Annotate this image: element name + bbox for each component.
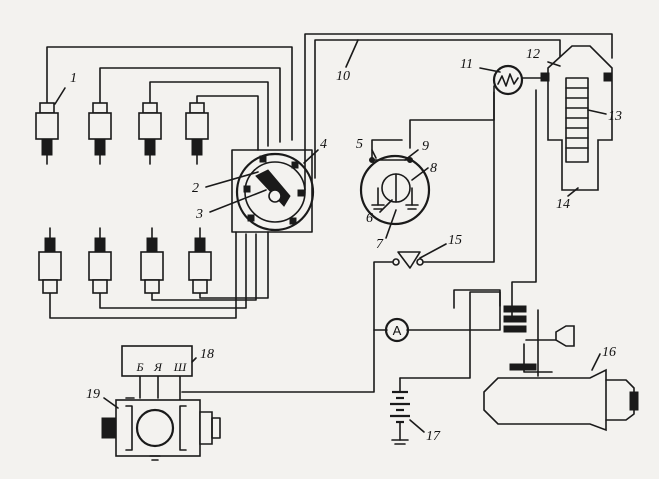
label-14: 14	[556, 197, 570, 212]
distributor	[231, 149, 315, 233]
spark-plugs-bottom	[38, 227, 212, 294]
wire-plug-7	[151, 233, 257, 301]
wire-battery	[399, 291, 501, 379]
label-6: 6	[366, 211, 373, 226]
label-18: 18	[200, 347, 214, 362]
ignition-switch	[392, 251, 424, 269]
leader-lines	[54, 39, 607, 433]
wire-plug-3	[149, 81, 269, 147]
terminal-sh-label: Ш	[173, 360, 188, 374]
generator	[101, 397, 221, 461]
ammeter-symbol: A	[393, 323, 402, 338]
wire-coil-top	[314, 39, 561, 179]
label-2: 2	[192, 181, 199, 196]
label-19: 19	[86, 387, 100, 402]
wire-plug-2	[99, 67, 281, 143]
label-17: 17	[426, 429, 441, 444]
callout-labels: 1 2 3 4 5 6 7 8 9 10 11 12 13 14 15 16 1…	[70, 47, 622, 444]
wire-coil-relay	[511, 89, 537, 321]
wire-ammeter-left	[181, 329, 375, 393]
spark-plug	[88, 102, 112, 165]
spark-plug	[35, 102, 59, 165]
label-15: 15	[448, 233, 462, 248]
resistor	[492, 64, 524, 96]
spark-plug	[138, 102, 162, 165]
wire-plug-1	[46, 46, 293, 141]
breaker	[359, 154, 431, 226]
wire-resistor-down	[423, 91, 495, 263]
ignition-coil	[540, 45, 613, 191]
wire-starter-link	[523, 343, 553, 373]
battery	[390, 377, 410, 445]
wire-plug-6	[99, 233, 247, 309]
label-13: 13	[608, 109, 622, 124]
label-12: 12	[526, 47, 540, 62]
wire-15-ammeter	[373, 261, 393, 331]
wire-plug-8	[199, 231, 269, 299]
starter-motor	[483, 368, 639, 432]
label-3: 3	[195, 207, 203, 222]
label-1: 1	[70, 71, 77, 86]
spark-plugs-top	[35, 102, 209, 165]
spark-plug	[185, 102, 209, 165]
label-7: 7	[376, 237, 384, 252]
spark-plug	[188, 227, 212, 294]
terminal-ya-label: Я	[153, 360, 163, 374]
wire-plug-4	[196, 95, 259, 151]
ammeter: A	[384, 317, 410, 343]
wire-switch-coil	[371, 85, 495, 159]
label-16: 16	[602, 345, 616, 360]
label-9: 9	[422, 139, 429, 154]
terminal-b-label: Б	[135, 360, 143, 374]
spark-plug	[88, 227, 112, 294]
label-10: 10	[336, 69, 350, 84]
wiring	[46, 33, 613, 401]
wire-plug-5	[49, 231, 237, 319]
wire-ammeter-right	[406, 289, 501, 331]
label-4: 4	[320, 137, 327, 152]
starter-relay	[503, 305, 575, 377]
label-8: 8	[430, 161, 437, 176]
label-5: 5	[356, 137, 363, 152]
label-11: 11	[460, 57, 473, 72]
spark-plug	[140, 227, 164, 294]
voltage-regulator: Б Я Ш	[121, 345, 193, 377]
wire-10	[304, 33, 613, 191]
spark-plug	[38, 227, 62, 294]
